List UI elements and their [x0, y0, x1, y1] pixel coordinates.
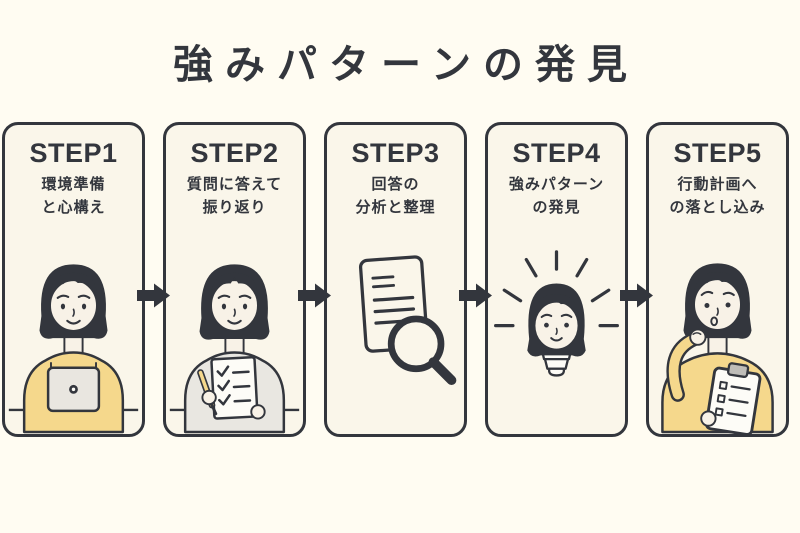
- woman-at-laptop-illustration: [8, 264, 139, 434]
- steps-row: STEP1 環境準備 と心構え: [0, 122, 800, 437]
- step3-label: STEP3: [351, 138, 440, 168]
- step4-subtitle-line2: の発見: [532, 198, 581, 216]
- document-magnifier-icon: [358, 255, 457, 386]
- step-card-2: STEP2 質問に答えて 振り返り: [163, 122, 306, 437]
- page-title: 強みパターンの発見: [173, 43, 639, 87]
- step5-subtitle: 行動計画へ の落とし込み: [649, 174, 786, 219]
- step4-label: STEP4: [512, 138, 601, 168]
- arrow-right-icon-2: [298, 282, 332, 309]
- step4-subtitle: 強みパターン の発見: [488, 174, 625, 219]
- step-card-3: STEP3 回答の 分析と整理: [324, 122, 467, 437]
- step1-subtitle-line2: と心構え: [41, 198, 106, 216]
- step3-subtitle-line2: 分析と整理: [355, 198, 436, 216]
- step1-subtitle: 環境準備 と心構え: [5, 174, 142, 219]
- step-card-1: STEP1 環境準備 と心構え: [2, 122, 145, 437]
- step5-label: STEP5: [673, 138, 762, 168]
- woman-checklist-illustration: [169, 264, 300, 434]
- step3-subtitle-line1: 回答の: [371, 176, 420, 193]
- step2-label: STEP2: [190, 138, 279, 168]
- arrow-right-icon-4: [620, 282, 654, 309]
- step5-subtitle-line1: 行動計画へ: [677, 176, 758, 193]
- step-card-5: STEP5 行動計画へ の落とし込み: [646, 122, 789, 437]
- step-card-4: STEP4 強みパターン の発見: [485, 122, 628, 437]
- step2-subtitle-line1: 質問に答えて: [186, 176, 283, 193]
- lightbulb-face-icon: [494, 250, 619, 377]
- step4-subtitle-line1: 強みパターン: [508, 176, 605, 193]
- arrow-right-icon-3: [459, 282, 493, 309]
- woman-clipboard-illustration: [661, 263, 774, 434]
- step2-subtitle: 質問に答えて 振り返り: [166, 174, 303, 219]
- step1-label: STEP1: [29, 138, 118, 168]
- step3-subtitle: 回答の 分析と整理: [327, 174, 464, 219]
- step2-subtitle-line2: 振り返り: [202, 198, 267, 216]
- arrow-right-icon-1: [137, 282, 171, 309]
- step1-subtitle-line1: 環境準備: [41, 176, 106, 193]
- step5-subtitle-line2: の落とし込み: [669, 198, 766, 216]
